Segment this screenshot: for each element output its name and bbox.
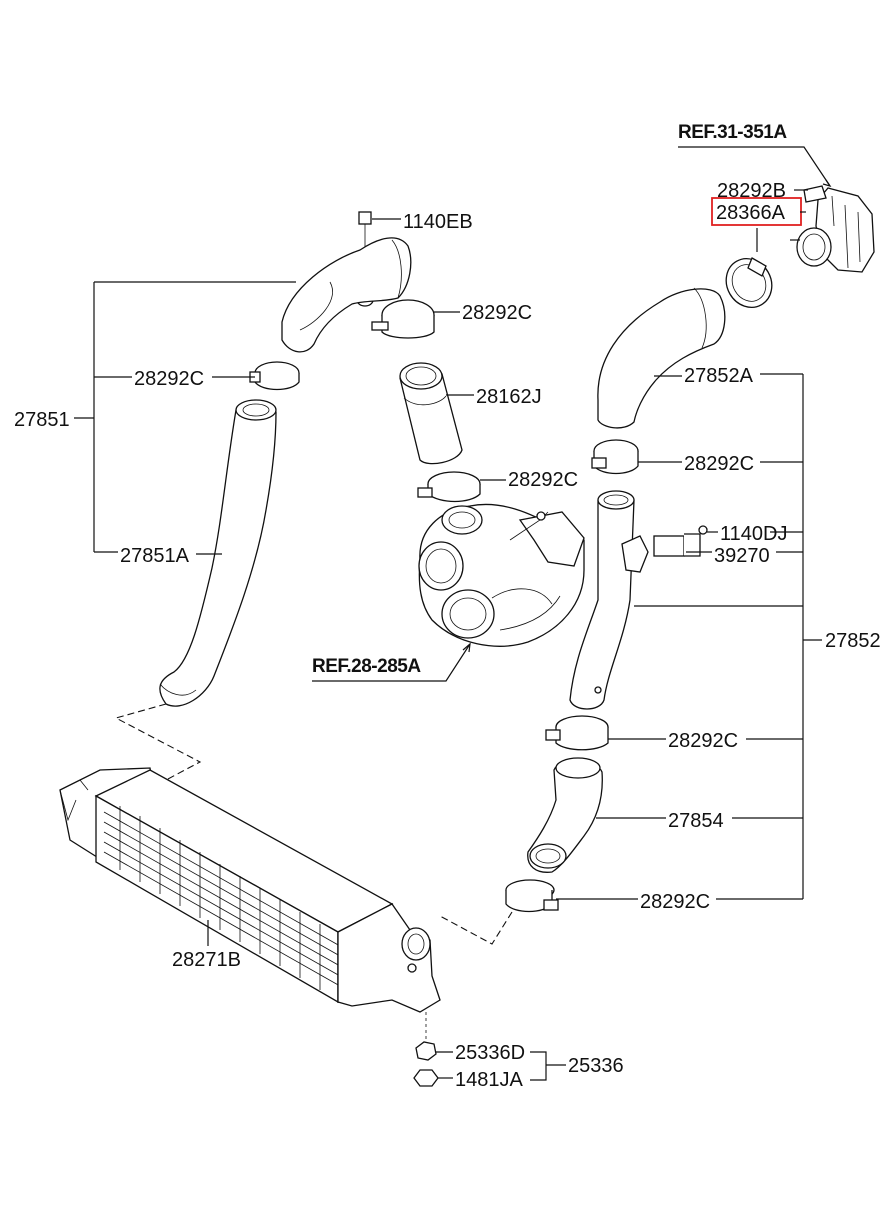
intercooler-28271b <box>59 767 441 1013</box>
part-label-1481ja: 1481JA <box>455 1069 523 1091</box>
ref-28-285a-label: REF.28-285A <box>312 656 421 677</box>
turbocharger-illustration <box>418 503 585 647</box>
hose-clamp-turbo <box>417 471 481 503</box>
part-label-1140dj: 1140DJ <box>720 523 787 545</box>
part-label-27854: 27854 <box>668 810 724 832</box>
part-label-28292c-top: 28292C <box>462 302 532 324</box>
part-label-25336d: 25336D <box>455 1042 525 1064</box>
part-label-39270: 39270 <box>714 545 770 567</box>
throttle-body-illustration <box>790 185 875 273</box>
part-label-28292c-turbo: 28292C <box>508 469 578 491</box>
part-label-27852a: 27852A <box>684 365 754 387</box>
nut-25336d <box>415 1041 437 1061</box>
hose-clamp-right1 <box>591 439 639 475</box>
part-label-1140eb: 1140EB <box>403 211 473 233</box>
part-label-25336: 25336 <box>568 1055 624 1077</box>
hose-27852a <box>597 287 726 429</box>
ref-31-351a-label: REF.31-351A <box>678 122 787 143</box>
part-label-28292c-right2: 28292C <box>668 730 738 752</box>
hose-clamp-left <box>249 361 300 391</box>
hose-clamp-28366a <box>725 257 773 308</box>
part-label-28292c-left: 28292C <box>134 368 204 390</box>
part-label-27852: 27852 <box>825 630 881 652</box>
hose-clamp-top <box>371 299 435 339</box>
part-label-28271b: 28271B <box>172 949 241 971</box>
sensor-39270 <box>621 525 708 573</box>
hose-clamp-right2 <box>545 715 609 751</box>
part-label-28366a[interactable]: 28366A <box>716 202 786 224</box>
hose-27851a <box>159 399 277 707</box>
clip-1481ja <box>413 1069 439 1087</box>
part-label-28292b: 28292B <box>717 180 786 202</box>
part-label-27851a: 27851A <box>120 545 190 567</box>
part-label-28292c-bottom: 28292C <box>640 891 710 913</box>
hose-27854 <box>527 757 603 873</box>
part-label-28292c-right1: 28292C <box>684 453 754 475</box>
pipe-27852 <box>569 490 635 710</box>
top-intake-hose <box>281 237 412 353</box>
part-label-28162j: 28162J <box>476 386 542 408</box>
part-label-27851: 27851 <box>14 409 70 431</box>
hose-clamp-bottom <box>505 879 559 913</box>
hose-28162j <box>399 362 463 465</box>
